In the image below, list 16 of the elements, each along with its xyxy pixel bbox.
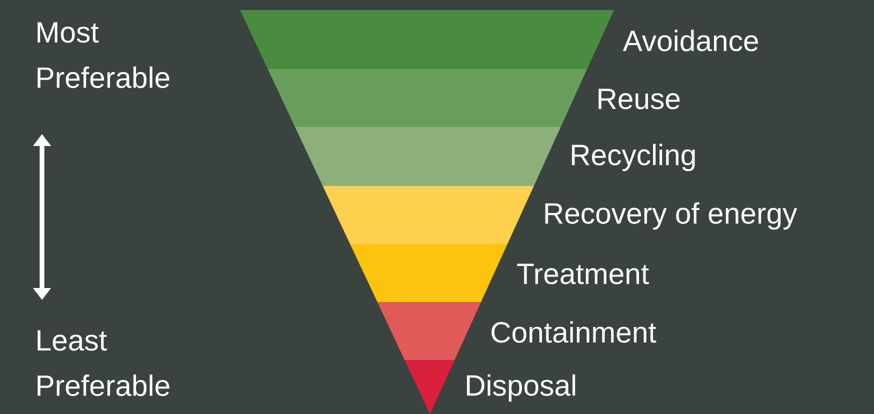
band xyxy=(377,302,482,360)
band-label: Containment xyxy=(492,321,656,343)
band-label: Treatment xyxy=(517,264,649,284)
band xyxy=(240,10,614,69)
band xyxy=(350,244,508,302)
band xyxy=(404,360,455,414)
band xyxy=(295,127,561,186)
band-label: Recovery of energy xyxy=(545,202,798,230)
band xyxy=(268,69,588,127)
band-label: Reuse xyxy=(598,88,680,110)
preference-label: Least Preferable xyxy=(38,330,170,396)
band-label: Recycling xyxy=(572,144,695,172)
band-label: Avoidance xyxy=(622,30,758,52)
band xyxy=(322,186,534,244)
preference-label: Most Preferable xyxy=(38,22,170,88)
band-label: Disposal xyxy=(466,374,576,402)
